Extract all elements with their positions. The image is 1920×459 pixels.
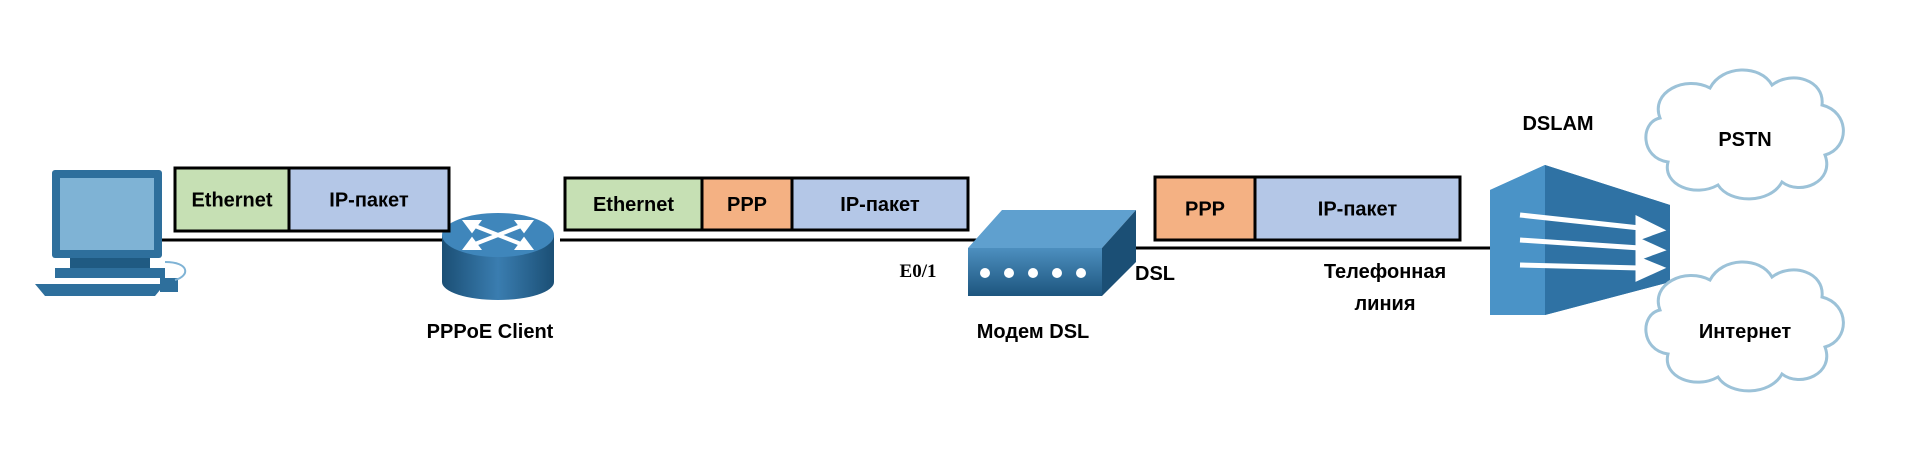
frame-field-label: IP-пакет [329,190,409,212]
frame-field-label: IP-пакет [840,194,920,216]
frame-field-label: IP-пакет [1318,199,1398,221]
frame-field-label: Ethernet [593,194,674,216]
frame-modem-to-dslam: PPP IP-пакет [1153,175,1462,242]
pstn-label: PSTN [1718,129,1771,151]
connection-lines [160,238,1490,250]
frame-router-to-modem: Ethernet PPP IP-пакет [563,176,970,232]
frame-field-ip [1253,175,1462,242]
dsl-label: DSL [1135,263,1175,285]
frame-field-ip [287,166,451,233]
pc-icon[interactable] [35,170,187,296]
interface-label: E0/1 [900,261,937,282]
frame-field-ethernet [563,176,704,232]
frame-field-label: PPP [727,194,767,216]
frame-field-label: PPP [1185,199,1225,221]
dsl-modem-icon[interactable] [968,210,1136,296]
router-label: PPPoE Client [427,321,554,343]
internet-label: Интернет [1699,321,1792,343]
dslam-icon[interactable] [1490,165,1670,315]
frame-field-label: Ethernet [191,190,272,212]
pstn-cloud-icon[interactable] [1644,68,1845,201]
modem-label: Модем DSL [977,321,1090,343]
internet-cloud-icon[interactable] [1644,260,1845,393]
frame-field-ethernet [173,166,291,233]
frame-field-ppp [700,176,794,232]
router-icon[interactable] [442,213,554,300]
phone-line-label-1: Телефонная [1324,261,1446,283]
dslam-label: DSLAM [1522,113,1593,135]
frame-pc-to-router: Ethernet IP-пакет [173,166,451,233]
frame-field-ip [790,176,970,232]
phone-line-label-2: линия [1354,293,1415,315]
